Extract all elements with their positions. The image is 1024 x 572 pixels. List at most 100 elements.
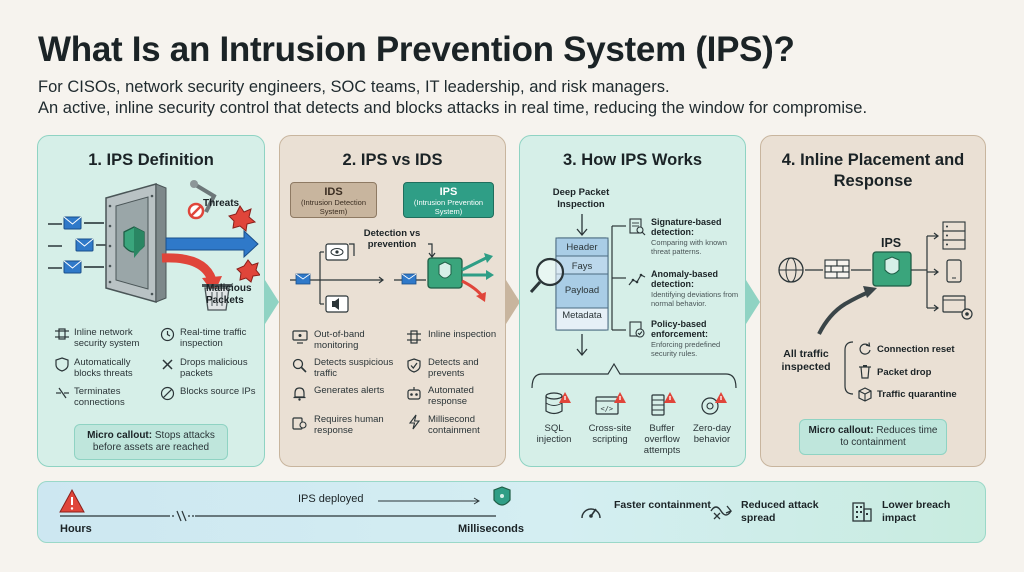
alert-bell-icon — [293, 387, 306, 401]
method-desc: Identifying deviations from normal behav… — [651, 290, 739, 308]
feature-text: Automatically blocks threats — [74, 357, 133, 379]
attack-label: Zero-day behavior — [692, 423, 731, 445]
callout-text: Reduces time to containment — [840, 425, 938, 448]
detection-note: Detection vs prevention — [363, 228, 421, 250]
packet-field: Header — [566, 242, 598, 253]
packet-field: Metadata — [562, 310, 602, 321]
summary-line: An active, inline security control that … — [38, 99, 868, 117]
trash-icon — [859, 365, 871, 379]
x-icon — [162, 359, 173, 370]
ips-node-label: IPS — [881, 236, 902, 250]
packet-inspection-diagram — [530, 214, 609, 357]
packet-field: Payload — [564, 285, 600, 296]
ids-tag: IDS(Intrusion Detection System) — [290, 182, 377, 218]
ips-label: IPS — [439, 186, 458, 198]
page-title: What Is an Intrusion Prevention System (… — [38, 30, 795, 69]
packet-field: Fays — [571, 261, 593, 272]
feature-text: Drops malicious packets — [180, 357, 248, 379]
milliseconds-label: Milliseconds — [458, 523, 525, 535]
ips-item-text: Inline inspection — [428, 329, 497, 340]
panel-title: 1. IPS Definition — [88, 151, 214, 169]
hours-label: Hours — [60, 523, 92, 535]
code-window-icon: </> — [595, 392, 626, 415]
method-title: Signature-based detection: — [651, 217, 722, 237]
ids-subtitle: (Intrusion Detection System) — [300, 198, 367, 216]
flow-chevron — [746, 280, 760, 324]
action-label: Traffic quarantine — [877, 389, 957, 400]
micro-callout: Micro callout: Reduces time to containme… — [799, 419, 947, 455]
zero-day-icon — [701, 392, 727, 415]
panel-title: 3. How IPS Works — [562, 151, 703, 169]
terminate-icon — [56, 387, 69, 399]
feature-text: Real-time traffic inspection — [180, 327, 247, 349]
action-label: Packet drop — [877, 367, 932, 378]
anomaly-chart-icon — [628, 273, 646, 286]
method-desc: Enforcing predefined security rules. — [651, 340, 721, 358]
ips-subtitle: (Intrusion Prevention System) — [413, 198, 484, 216]
panel-ips-vs-ids: 2. IPS vs IDS IDS(Intrusion Detection Sy… — [279, 135, 506, 467]
shield-check-icon — [407, 358, 421, 373]
speedometer-icon — [581, 508, 601, 519]
micro-callout: Micro callout: Stops attacks before asse… — [74, 424, 228, 460]
benefit-label: Lower breach impact — [882, 499, 951, 524]
flow-chevron — [265, 280, 279, 324]
callout-label: Micro callout: — [808, 425, 874, 436]
lightning-icon — [408, 414, 421, 430]
network-inline-icon — [55, 328, 69, 340]
threats-label: Threats — [203, 198, 240, 209]
ids-ips-flow-diagram — [290, 243, 494, 313]
method-title: Anomaly-based detection: — [651, 269, 719, 289]
monitor-icon — [292, 330, 308, 344]
attack-label: Buffer overflow attempts — [643, 423, 681, 456]
malicious-packets-label: Malicious Packets — [206, 283, 252, 306]
signature-doc-icon — [629, 218, 646, 236]
feature-text: Terminates connections — [74, 386, 125, 408]
database-icon — [545, 392, 571, 415]
reset-icon — [859, 342, 871, 355]
human-icon — [292, 417, 307, 430]
attack-label: SQL injection — [536, 423, 572, 445]
placement-diagram — [778, 221, 973, 335]
building-icon — [852, 502, 872, 522]
ips-gateway-illustration — [48, 180, 260, 311]
ids-item-text: Detects suspicious traffic — [314, 357, 394, 379]
action-label: Connection reset — [877, 344, 955, 355]
block-icon — [160, 386, 175, 401]
clock-icon — [160, 327, 175, 342]
panel-title: 4. Inline Placement and Response — [781, 151, 965, 190]
ips-item-text: Millisecond containment — [428, 414, 480, 436]
method-bracket — [611, 225, 626, 331]
timeline-graphic — [59, 486, 511, 522]
quarantine-box-icon — [858, 387, 872, 402]
ids-label: IDS — [324, 186, 343, 198]
ips-item-text: Detects and prevents — [428, 357, 479, 379]
audience-line: For CISOs, network security engineers, S… — [38, 78, 670, 96]
benefit-label: Faster containment — [614, 499, 711, 511]
actions-bracket — [844, 341, 854, 395]
method-desc: Comparing with known threat patterns. — [651, 238, 727, 256]
ids-item-text: Generates alerts — [314, 385, 385, 396]
policy-check-icon — [629, 321, 645, 338]
benefits-strip: IPS deployed Hours Milliseconds Faster c… — [37, 481, 986, 543]
method-title: Policy-based enforcement: — [651, 319, 709, 339]
robot-icon — [407, 387, 421, 400]
ids-item-text: Requires human response — [314, 414, 384, 436]
callout-text: Stops attacks before assets are reached — [92, 430, 215, 453]
svg-text:</>: </> — [601, 405, 614, 413]
attack-bracket — [531, 362, 737, 389]
panel-ips-definition: 1. IPS Definition — [37, 135, 265, 467]
benefit-label: Reduced attack spread — [741, 499, 819, 524]
buffer-icon — [651, 392, 676, 416]
feature-text: Blocks source IPs — [180, 386, 256, 397]
shield-icon — [55, 357, 69, 372]
panel-how-ips-works: 3. How IPS Works Deep Packet Inspection … — [519, 135, 746, 467]
all-traffic-label: All traffic inspected — [781, 348, 831, 373]
attack-label: Cross-site scripting — [588, 423, 632, 445]
magnifier-icon — [292, 358, 307, 373]
panel-title: 2. IPS vs IDS — [342, 151, 443, 169]
ips-deployed-label: IPS deployed — [298, 493, 364, 505]
panel-inline-placement: 4. Inline Placement and Response IPS — [760, 135, 986, 467]
flow-chevron — [506, 280, 520, 324]
dpi-label: Deep Packet Inspection — [552, 187, 610, 210]
callout-label: Micro callout: — [87, 430, 153, 441]
